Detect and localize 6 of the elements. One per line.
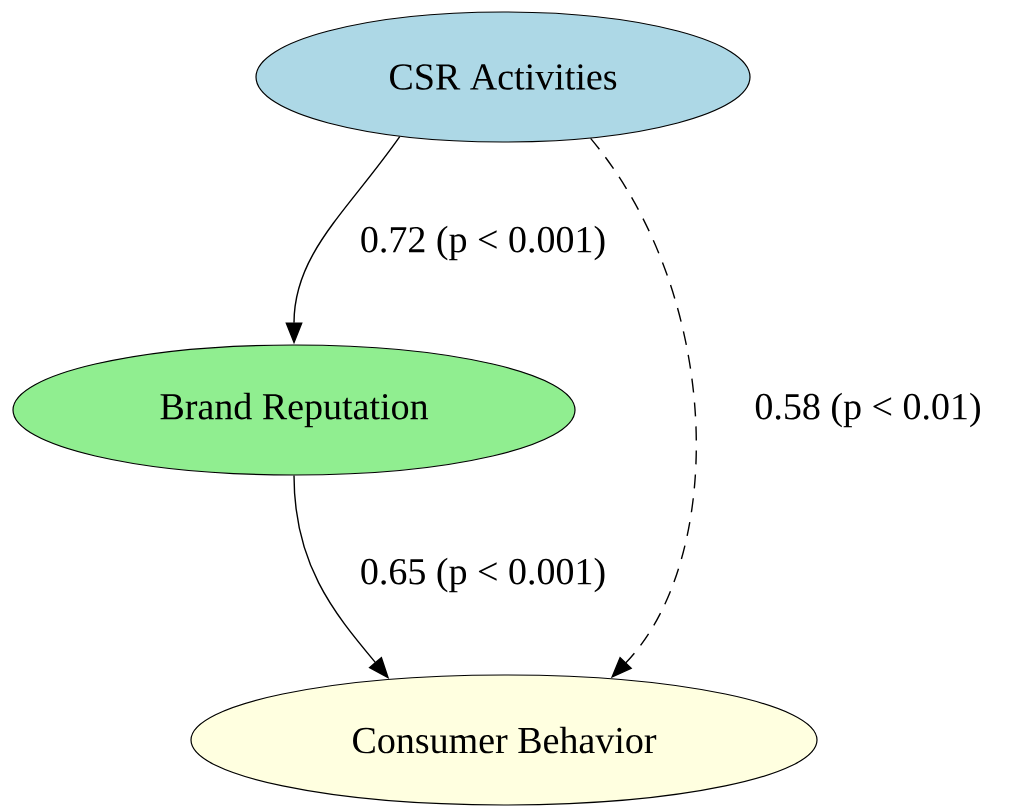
- edge-label: 0.58 (p < 0.01): [753, 391, 983, 429]
- edge-label: 0.65 (p < 0.001): [358, 556, 608, 594]
- ellipse-node: CSR Activities: [255, 11, 751, 143]
- ellipse-node: Consumer Behavior: [190, 674, 818, 806]
- edge-label: 0.72 (p < 0.001): [358, 224, 608, 262]
- ellipse-node: Brand Reputation: [12, 344, 576, 476]
